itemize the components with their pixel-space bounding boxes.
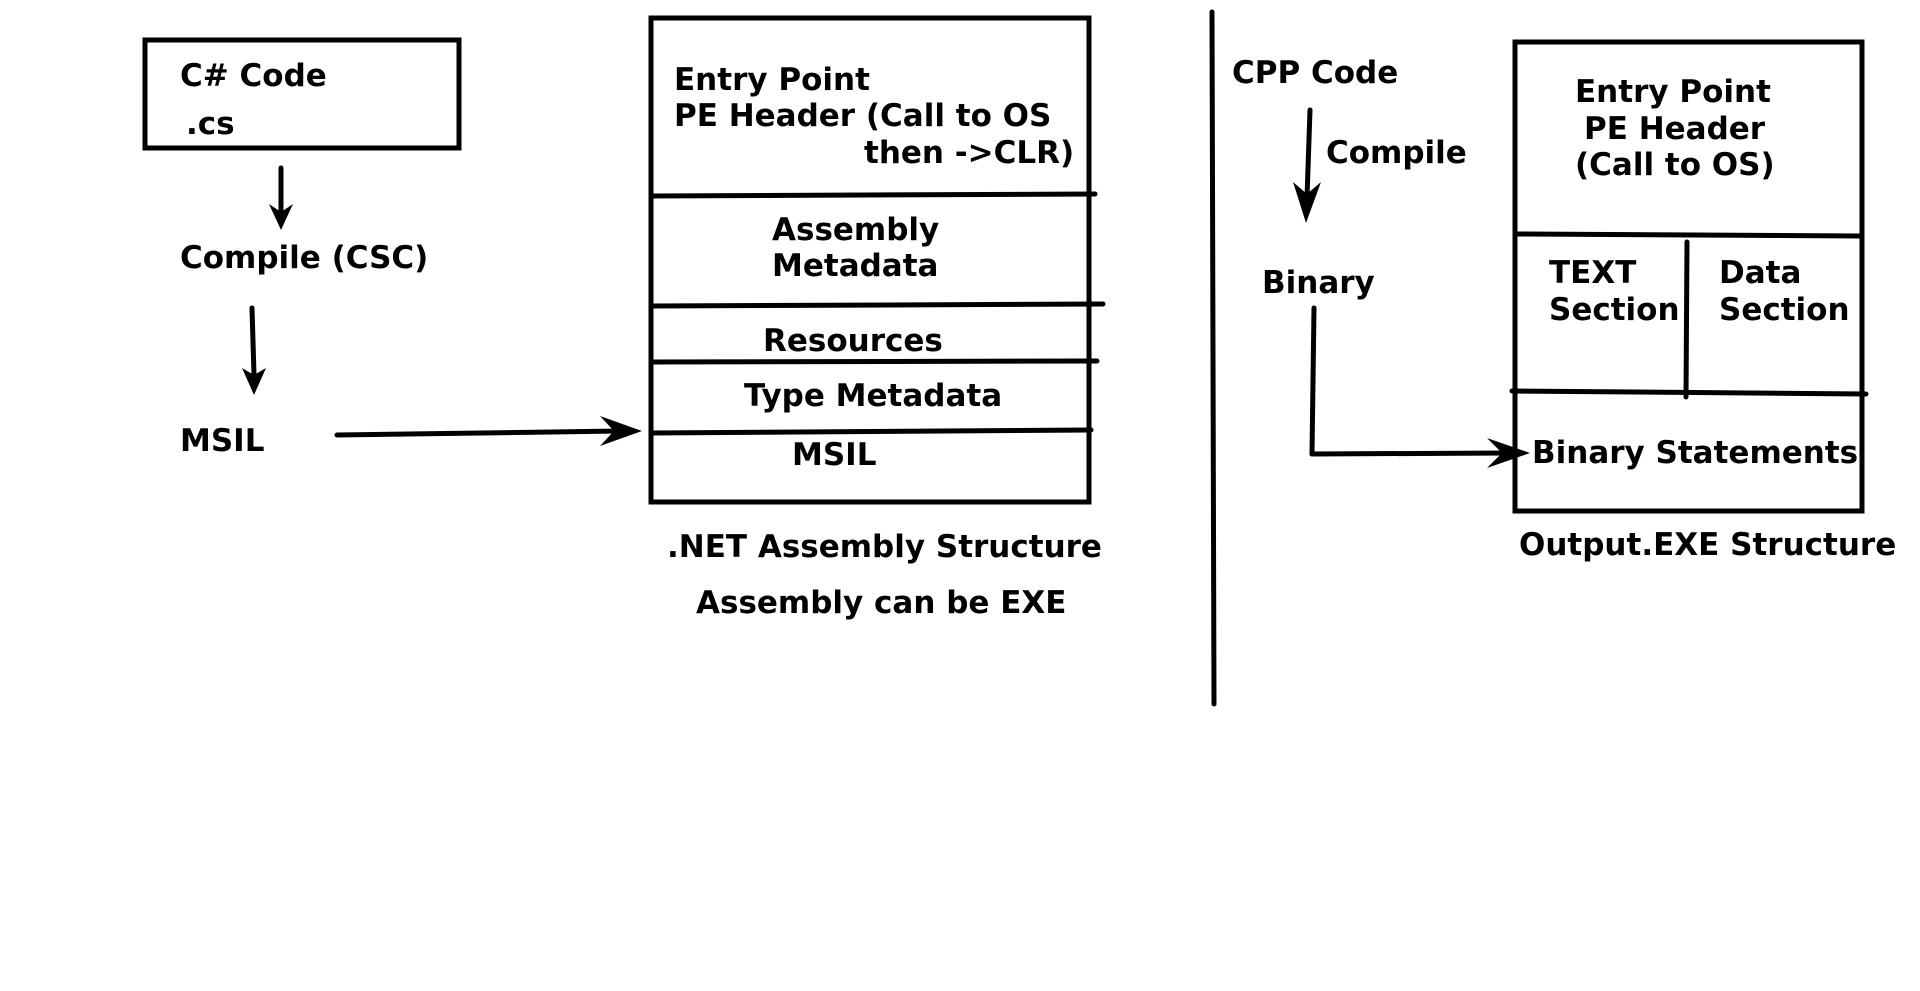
arrow-cpp-to-binary [1304,107,1313,201]
msil-label: MSIL [180,423,264,459]
assembly-metadata-label-2: Metadata [772,248,938,284]
exe-call-to-os-label: (Call to OS) [1575,147,1775,183]
arrow-binary-down [1309,305,1317,457]
assembly-divider-1 [648,191,1098,199]
net-assembly-caption: .NET Assembly Structure [667,529,1102,565]
cpp-compile-label: Compile [1326,135,1467,171]
net-entry-point-label: Entry Point [674,62,870,98]
cpp-code-label: CPP Code [1232,55,1398,91]
arrow-head-binary-to-statements [1487,438,1530,468]
arrow-msil-to-assembly [334,428,623,438]
assembly-msil-label: MSIL [792,437,876,473]
exe-divider-1 [1512,231,1865,239]
assembly-divider-2 [648,301,1106,309]
text-section-label-2: Section [1549,292,1680,328]
data-section-label-1: Data [1719,255,1801,291]
exe-entry-point-label: Entry Point [1575,74,1771,110]
data-section-label-2: Section [1719,292,1850,328]
assembly-divider-4 [648,427,1094,436]
exe-pe-header-label: PE Header [1584,111,1766,147]
assembly-divider-3 [648,358,1100,365]
arrow-binary-right [1309,450,1511,457]
csharp-source-box [142,37,462,151]
cs-extension-label: .cs [186,106,235,142]
vertical-separator [1209,9,1217,707]
assembly-metadata-label-1: Assembly [772,212,939,248]
exe-divider-2 [1509,388,1869,397]
arrow-head-msil-to-assembly [600,416,642,446]
resources-label: Resources [763,323,943,359]
arrow-head-cpp-to-binary [1293,182,1321,223]
compile-csc-label: Compile (CSC) [180,240,428,276]
assembly-exe-note: Assembly can be EXE [696,585,1066,621]
net-then-clr-label: then ->CLR) [864,135,1074,171]
net-assembly-box [648,15,1092,505]
arrow-head-source-to-compile [269,204,293,230]
net-pe-header-label: PE Header (Call to OS [674,98,1051,134]
type-metadata-label: Type Metadata [744,378,1002,414]
exe-structure-box [1512,39,1865,514]
exe-section-split [1683,239,1690,400]
csharp-code-label: C# Code [180,58,327,94]
text-section-label-1: TEXT [1549,255,1636,291]
arrow-head-compile-to-msil [242,368,266,395]
binary-label: Binary [1262,265,1375,301]
binary-statements-label: Binary Statements [1532,435,1858,471]
arrow-compile-to-msil [249,305,257,378]
exe-structure-caption: Output.EXE Structure [1519,527,1896,563]
